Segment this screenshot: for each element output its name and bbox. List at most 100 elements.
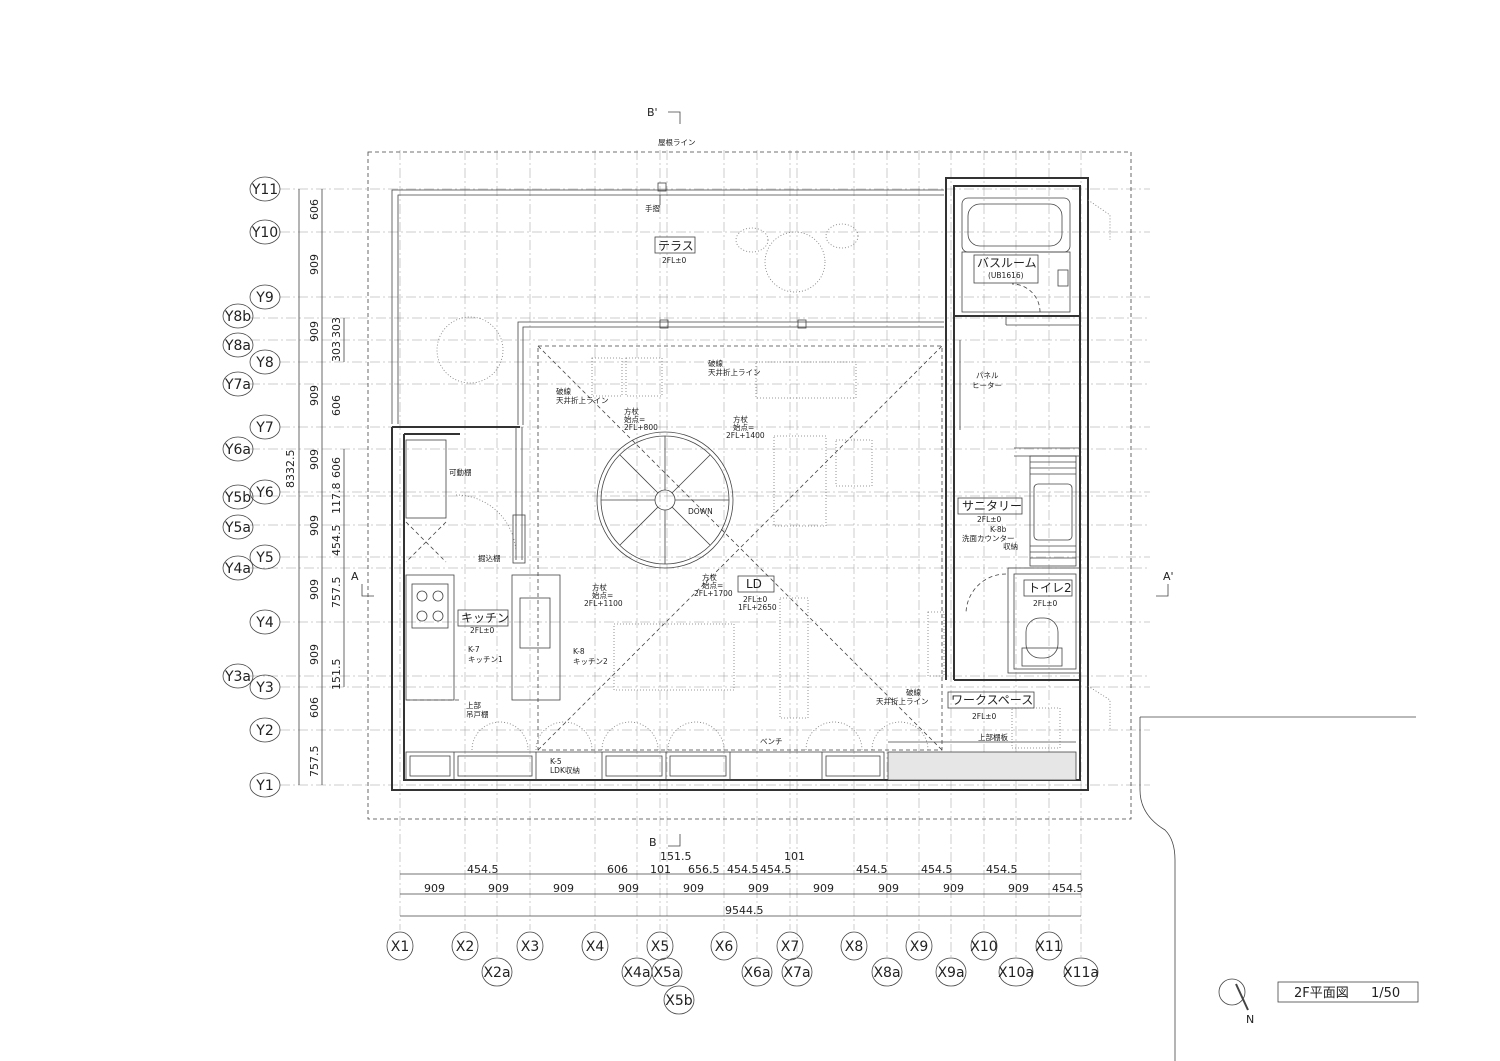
bottom-storage: K-5 LDK収納 ベンチ <box>405 737 885 781</box>
x-dim-top: 101 <box>784 850 805 863</box>
y-grid-label: Y5a <box>224 520 251 536</box>
y-grid-label: Y3 <box>255 680 273 696</box>
x-grid-label: X9 <box>910 939 929 955</box>
terrace-level: 2FL±0 <box>662 256 687 265</box>
drawing-scale: 1/50 <box>1371 986 1400 1001</box>
y-grid-label: Y8a <box>224 338 251 354</box>
kitchen-name: キッチン <box>461 611 509 625</box>
ld-name: LD <box>746 577 762 591</box>
y-dim-606d: 606 <box>308 697 321 718</box>
post-b2: 始点= <box>733 422 754 432</box>
window-arcs <box>471 721 929 751</box>
section-mark-b-top-label: B' <box>647 106 658 119</box>
k5-code: K-5 <box>550 757 562 766</box>
grid-lines <box>250 150 1150 960</box>
x-dim-mid: 909 <box>943 882 964 895</box>
builtin-shelf-label: 掘込棚 <box>478 553 501 563</box>
x-grid-label: X8a <box>873 965 900 981</box>
x-dim-mid: 454.5 <box>1052 882 1084 895</box>
post-c1: 方杖 <box>592 582 607 592</box>
workspace-level: 2FL±0 <box>972 712 997 721</box>
north-label: N <box>1246 1013 1254 1026</box>
post-c2: 始点= <box>592 590 613 600</box>
x-grid-label: X10 <box>970 939 997 955</box>
handrail-label: 手摺 <box>645 203 660 213</box>
x-dim-mid: 909 <box>1008 882 1029 895</box>
post-d2: 始点= <box>702 580 723 590</box>
terrace-name: テラス <box>658 239 694 253</box>
upper-cabinet-1: 上部 <box>466 700 481 710</box>
y-dim-909b: 909 <box>308 321 321 342</box>
y-dim-909c: 909 <box>308 385 321 406</box>
sanitary-note1: K-8b <box>990 525 1007 534</box>
x-grid-label: X3 <box>521 939 540 955</box>
workspace-name: ワークスペース <box>951 693 1033 707</box>
spiral-stair: DOWN <box>596 431 734 569</box>
building-walls <box>391 177 1089 791</box>
sanitary: パネル ヒーター サニタリー 2FL±0 K-8b 洗面カウンター 収納 <box>957 340 1077 615</box>
x-dim-mid: 909 <box>683 882 704 895</box>
post-b3: 2FL+1400 <box>726 431 765 440</box>
post-b1: 方杖 <box>733 414 748 424</box>
movable-shelf-label: 可動棚 <box>449 467 472 477</box>
section-mark-b-bottom: B <box>649 834 681 849</box>
x-dim-top: 606 <box>607 863 628 876</box>
x-dim-mid: 909 <box>488 882 509 895</box>
k8-name: キッチン2 <box>573 657 608 666</box>
x-grid-label: X7a <box>783 965 810 981</box>
sanitary-note2: 洗面カウンター <box>962 533 1015 543</box>
x-grid-label: X11 <box>1035 939 1062 955</box>
ld-level2: 1FL+2650 <box>738 603 777 612</box>
k5-name: LDK収納 <box>550 765 580 775</box>
x-dim-top: 454.5 <box>727 863 759 876</box>
x-dim-top: 454.5 <box>986 863 1018 876</box>
panel-heater-1: パネル <box>976 371 999 380</box>
toilet: トイレ2 2FL±0 <box>1021 579 1073 667</box>
x-dim-top: 454.5 <box>467 863 499 876</box>
y-grid-label: Y8 <box>255 355 273 371</box>
north-arrow: N <box>1218 978 1254 1026</box>
x-grid-label: X2 <box>456 939 475 955</box>
section-mark-b-top: B' <box>647 106 681 124</box>
y-dim-909d: 909 <box>308 449 321 470</box>
x-dimension-chain: 454.5 606 101 151.5 656.5 454.5 454.5 10… <box>400 850 1084 917</box>
x-grid-label: X6 <box>715 939 734 955</box>
ld-level: 2FL±0 <box>743 595 768 604</box>
x-dim-total: 9544.5 <box>725 904 764 917</box>
bathroom: バスルーム (UB1616) <box>961 197 1071 313</box>
roof-line-label: 屋根ライン <box>658 137 696 147</box>
stair-down-label: DOWN <box>688 507 713 516</box>
y-dim-303a: 303 <box>330 317 343 338</box>
y-grid-label: Y8b <box>224 309 251 325</box>
y-dim-454-5: 454.5 <box>330 525 343 557</box>
y-dim-757-5a: 757.5 <box>330 577 343 609</box>
y-grid-label: Y4 <box>255 615 274 631</box>
brace-notes: 方杖 始点= 2FL+800 方杖 始点= 2FL+1400 方杖 始点= 2F… <box>584 406 765 608</box>
y-dim-total: 8332.5 <box>284 450 297 489</box>
terrace: 手摺 テラス 2FL±0 <box>391 182 944 425</box>
post-a2: 始点= <box>624 414 645 424</box>
section-mark-a-right-label: A' <box>1163 570 1174 583</box>
bench-label: ベンチ <box>760 737 783 746</box>
x-grid-label: X11a <box>1063 965 1099 981</box>
x-dim-top: 151.5 <box>660 850 692 863</box>
x-grid-label: X8 <box>845 939 864 955</box>
x-grid-label: X5 <box>651 939 670 955</box>
bathroom-sub: (UB1616) <box>988 271 1024 280</box>
y-grid-label: Y6 <box>255 485 274 501</box>
y-dim-117-8: 117.8 <box>330 483 343 515</box>
drawing-title: 2F平面図 <box>1294 986 1349 1001</box>
drawing-title-box: 2F平面図 1/50 <box>1277 981 1419 1003</box>
x-grid-label: X6a <box>743 965 770 981</box>
y-dim-303b: 303 <box>330 341 343 362</box>
upper-cabinet-2: 吊戸棚 <box>466 709 489 719</box>
sanitary-note3: 収納 <box>1003 541 1018 551</box>
y-grid-label: Y6a <box>224 442 251 458</box>
post-d3: 2FL+1700 <box>694 589 733 598</box>
x-dim-top: 454.5 <box>760 863 792 876</box>
ceiling-raise-lines: 破線 天井折上ライン 破線 天井折上ライン 破線 天井折上ライン <box>537 345 943 751</box>
x-dim-top: 101 <box>650 863 671 876</box>
x-grid-label: X2a <box>483 965 510 981</box>
x-dim-mid: 909 <box>618 882 639 895</box>
